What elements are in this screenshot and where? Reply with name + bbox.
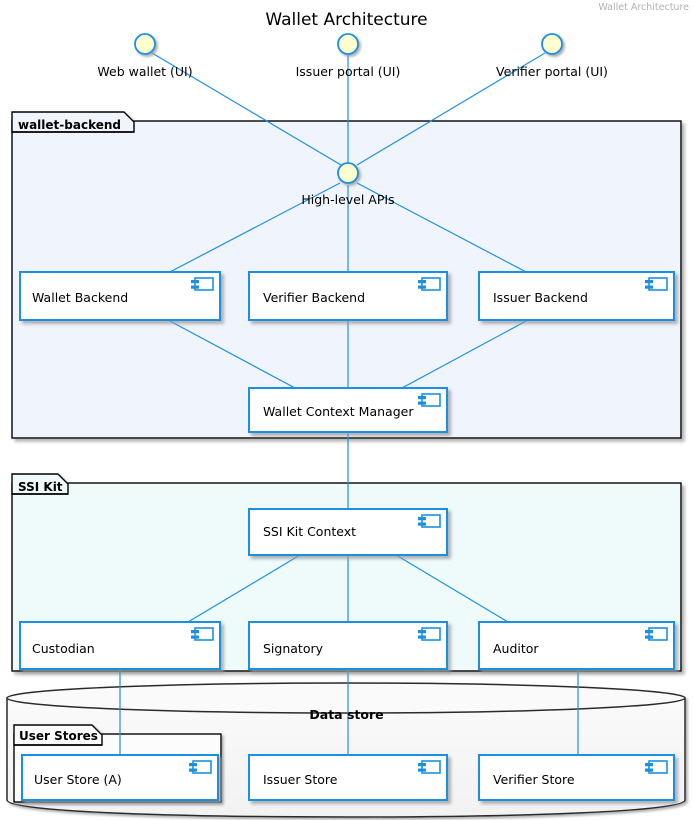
component-label-issuer-store: Issuer Store — [263, 772, 338, 787]
link-ssi-context-to-auditor — [395, 554, 509, 623]
interface-label-verifier-portal-ui: Verifier portal (UI) — [496, 64, 608, 79]
interface-label-issuer-portal-ui: Issuer portal (UI) — [295, 64, 401, 79]
component-label-user-store-a: User Store (A) — [34, 772, 122, 787]
component-label-custodian: Custodian — [32, 641, 95, 656]
watermark-label: Wallet Architecture — [598, 2, 689, 13]
component-signatory-shape[interactable] — [248, 621, 448, 670]
component-label-wallet-backend: Wallet Backend — [32, 290, 129, 305]
component-label-auditor: Auditor — [493, 641, 539, 656]
package-label-ssi-kit: SSI Kit — [18, 480, 63, 494]
package-label-wallet-backend: wallet-backend — [18, 118, 121, 132]
interface-verifier-portal-ui-circle[interactable] — [541, 33, 563, 55]
link-issuer-backend-to-wcm — [401, 319, 529, 389]
package-label-user-stores: User Stores — [19, 729, 98, 743]
link-apis-to-issuer-backend — [356, 182, 529, 274]
component-verifier-backend-shape[interactable] — [248, 271, 448, 321]
link-wallet-backend-to-wcm — [167, 319, 296, 389]
component-label-wallet-context-manager: Wallet Context Manager — [263, 404, 414, 419]
component-issuer-store-shape[interactable] — [248, 754, 448, 801]
component-label-signatory: Signatory — [263, 641, 324, 656]
interface-issuer-portal-ui-circle[interactable] — [337, 33, 359, 55]
component-label-verifier-store: Verifier Store — [493, 772, 575, 787]
component-wallet-backend-shape[interactable] — [19, 271, 221, 321]
component-label-issuer-backend: Issuer Backend — [493, 290, 588, 305]
component-user-store-a-shape[interactable] — [21, 754, 219, 801]
component-auditor-shape[interactable] — [478, 621, 675, 670]
component-label-ssi-kit-context: SSI Kit Context — [263, 524, 357, 539]
link-ssi-context-to-custodian — [187, 554, 301, 623]
component-wallet-context-manager-shape[interactable] — [248, 387, 448, 433]
component-label-verifier-backend: Verifier Backend — [263, 290, 366, 305]
page-title: Wallet Architecture — [265, 10, 428, 30]
interface-label-high-level-apis: High-level APIs — [301, 192, 395, 207]
interface-label-web-wallet-ui: Web wallet (UI) — [97, 64, 193, 79]
interface-high-level-apis-circle[interactable] — [337, 162, 359, 184]
component-issuer-backend-shape[interactable] — [478, 271, 675, 321]
component-custodian-shape[interactable] — [19, 621, 221, 670]
link-web-wallet-to-apis — [151, 52, 342, 166]
component-ssi-kit-context-shape[interactable] — [248, 508, 448, 556]
interface-web-wallet-ui-circle[interactable] — [134, 33, 156, 55]
connection-links — [119, 52, 579, 755]
link-apis-to-wallet-backend — [167, 182, 341, 274]
component-verifier-store-shape[interactable] — [478, 754, 675, 801]
database-label-data-store: Data store — [309, 707, 384, 722]
link-verifier-portal-to-apis — [356, 52, 546, 166]
